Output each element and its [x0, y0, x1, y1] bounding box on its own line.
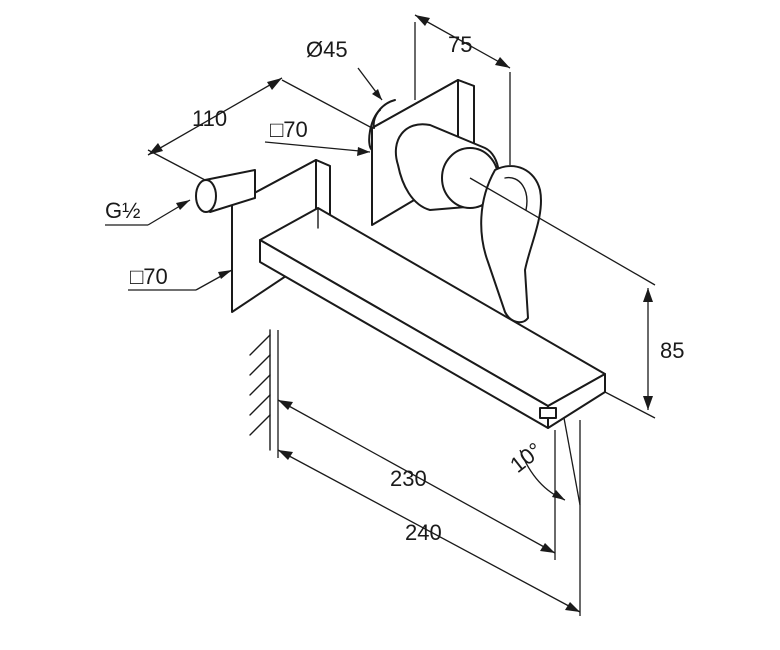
- wall-hatch: [249, 329, 271, 451]
- connection-pipe: [195, 169, 256, 213]
- label-85: 85: [660, 338, 684, 363]
- extension-lines: [147, 22, 656, 616]
- label-230: 230: [390, 466, 427, 491]
- label-240: 240: [405, 520, 442, 545]
- label-110: 110: [192, 106, 227, 131]
- label-75: 75: [448, 32, 472, 57]
- dimension-lines: [105, 14, 653, 613]
- mixer-disc: [368, 99, 396, 151]
- label-square-70-front: □70: [130, 264, 168, 289]
- label-thread-g-half: G½: [105, 198, 140, 223]
- label-diameter-45: Ø45: [306, 37, 348, 62]
- label-angle-10: 10°: [505, 437, 547, 477]
- label-square-70-rear: □70: [270, 117, 308, 142]
- spout-arm: [259, 207, 606, 429]
